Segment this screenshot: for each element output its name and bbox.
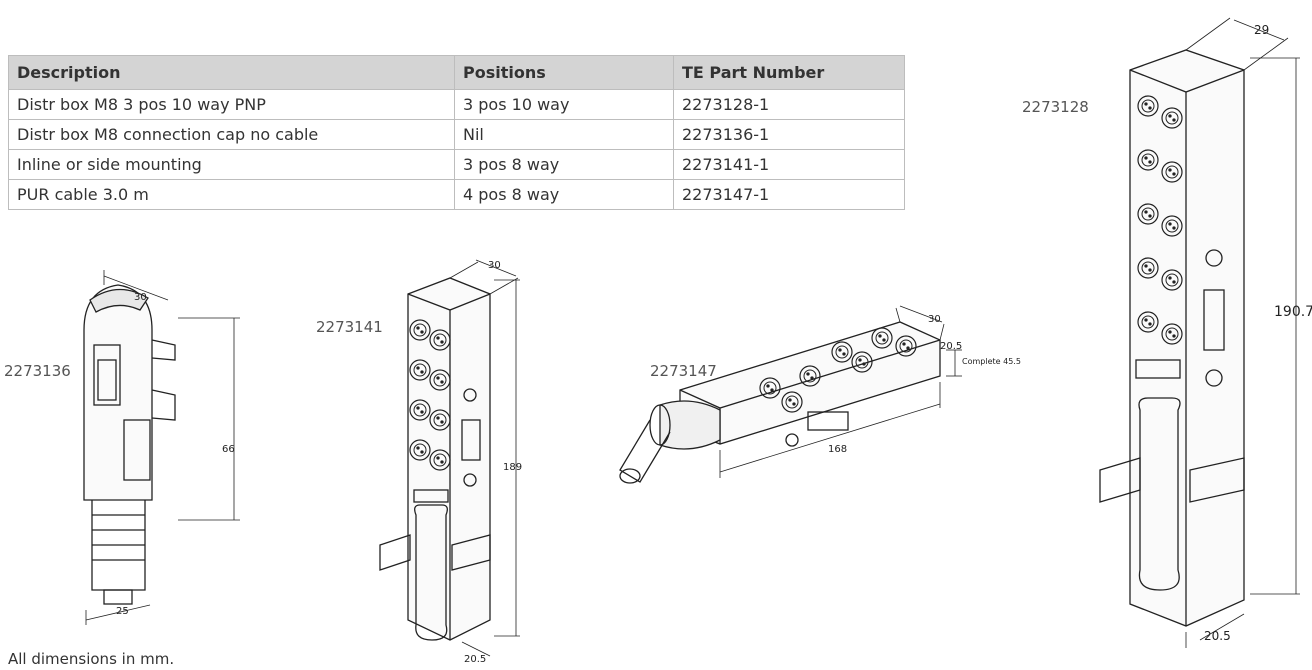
table-row: PUR cable 3.0 m 4 pos 8 way 2273147-1 [8, 179, 905, 210]
dim-box10-height: 190.7 [1274, 304, 1312, 320]
cell-description: Distr box M8 3 pos 10 way PNP [8, 89, 455, 120]
dim-box8-depth: 20.5 [464, 654, 486, 665]
dim-box8-cable-complete: Complete 45.5 [962, 357, 1021, 366]
cell-positions: Nil [454, 119, 674, 150]
cell-part-number: 2273136-1 [673, 119, 905, 150]
dim-cap-height: 66 [222, 444, 235, 455]
header-description: Description [8, 55, 455, 90]
label-2273128: 2273128 [1022, 98, 1089, 116]
cell-positions: 3 pos 8 way [454, 149, 674, 180]
cell-description: PUR cable 3.0 m [8, 179, 455, 210]
dim-box8-cable-length: 168 [828, 444, 847, 455]
dim-box8-height: 189 [503, 462, 522, 473]
cell-part-number: 2273141-1 [673, 149, 905, 180]
spec-table: Description Positions TE Part Number Dis… [8, 55, 905, 210]
table-row: Distr box M8 connection cap no cable Nil… [8, 119, 905, 150]
drawing-box8-2273141 [379, 259, 520, 657]
label-2273147: 2273147 [650, 362, 717, 380]
drawing-cap-2273136 [83, 270, 240, 625]
dim-cap-width: 30 [134, 292, 147, 303]
label-2273136: 2273136 [4, 362, 71, 380]
drawing-box8-cable-2273147 [619, 305, 962, 484]
dim-box8-width: 30 [488, 260, 501, 271]
cell-description: Inline or side mounting [8, 149, 455, 180]
dim-cap-depth: 25 [116, 606, 129, 617]
cell-positions: 3 pos 10 way [454, 89, 674, 120]
table-header-row: Description Positions TE Part Number [8, 55, 905, 90]
cell-part-number: 2273128-1 [673, 89, 905, 120]
dim-box10-depth: 20.5 [1204, 629, 1231, 643]
dim-box10-width: 29 [1254, 23, 1269, 37]
table-row: Distr box M8 3 pos 10 way PNP 3 pos 10 w… [8, 89, 905, 120]
table-row: Inline or side mounting 3 pos 8 way 2273… [8, 149, 905, 180]
dim-box8-cable-width: 30 [928, 314, 941, 325]
drawing-box10-2273128 [1099, 17, 1300, 648]
cell-part-number: 2273147-1 [673, 179, 905, 210]
footnote: All dimensions in mm. [8, 650, 175, 668]
cell-positions: 4 pos 8 way [454, 179, 674, 210]
dim-box8-cable-depth: 20.5 [940, 341, 962, 352]
label-2273141: 2273141 [316, 318, 383, 336]
